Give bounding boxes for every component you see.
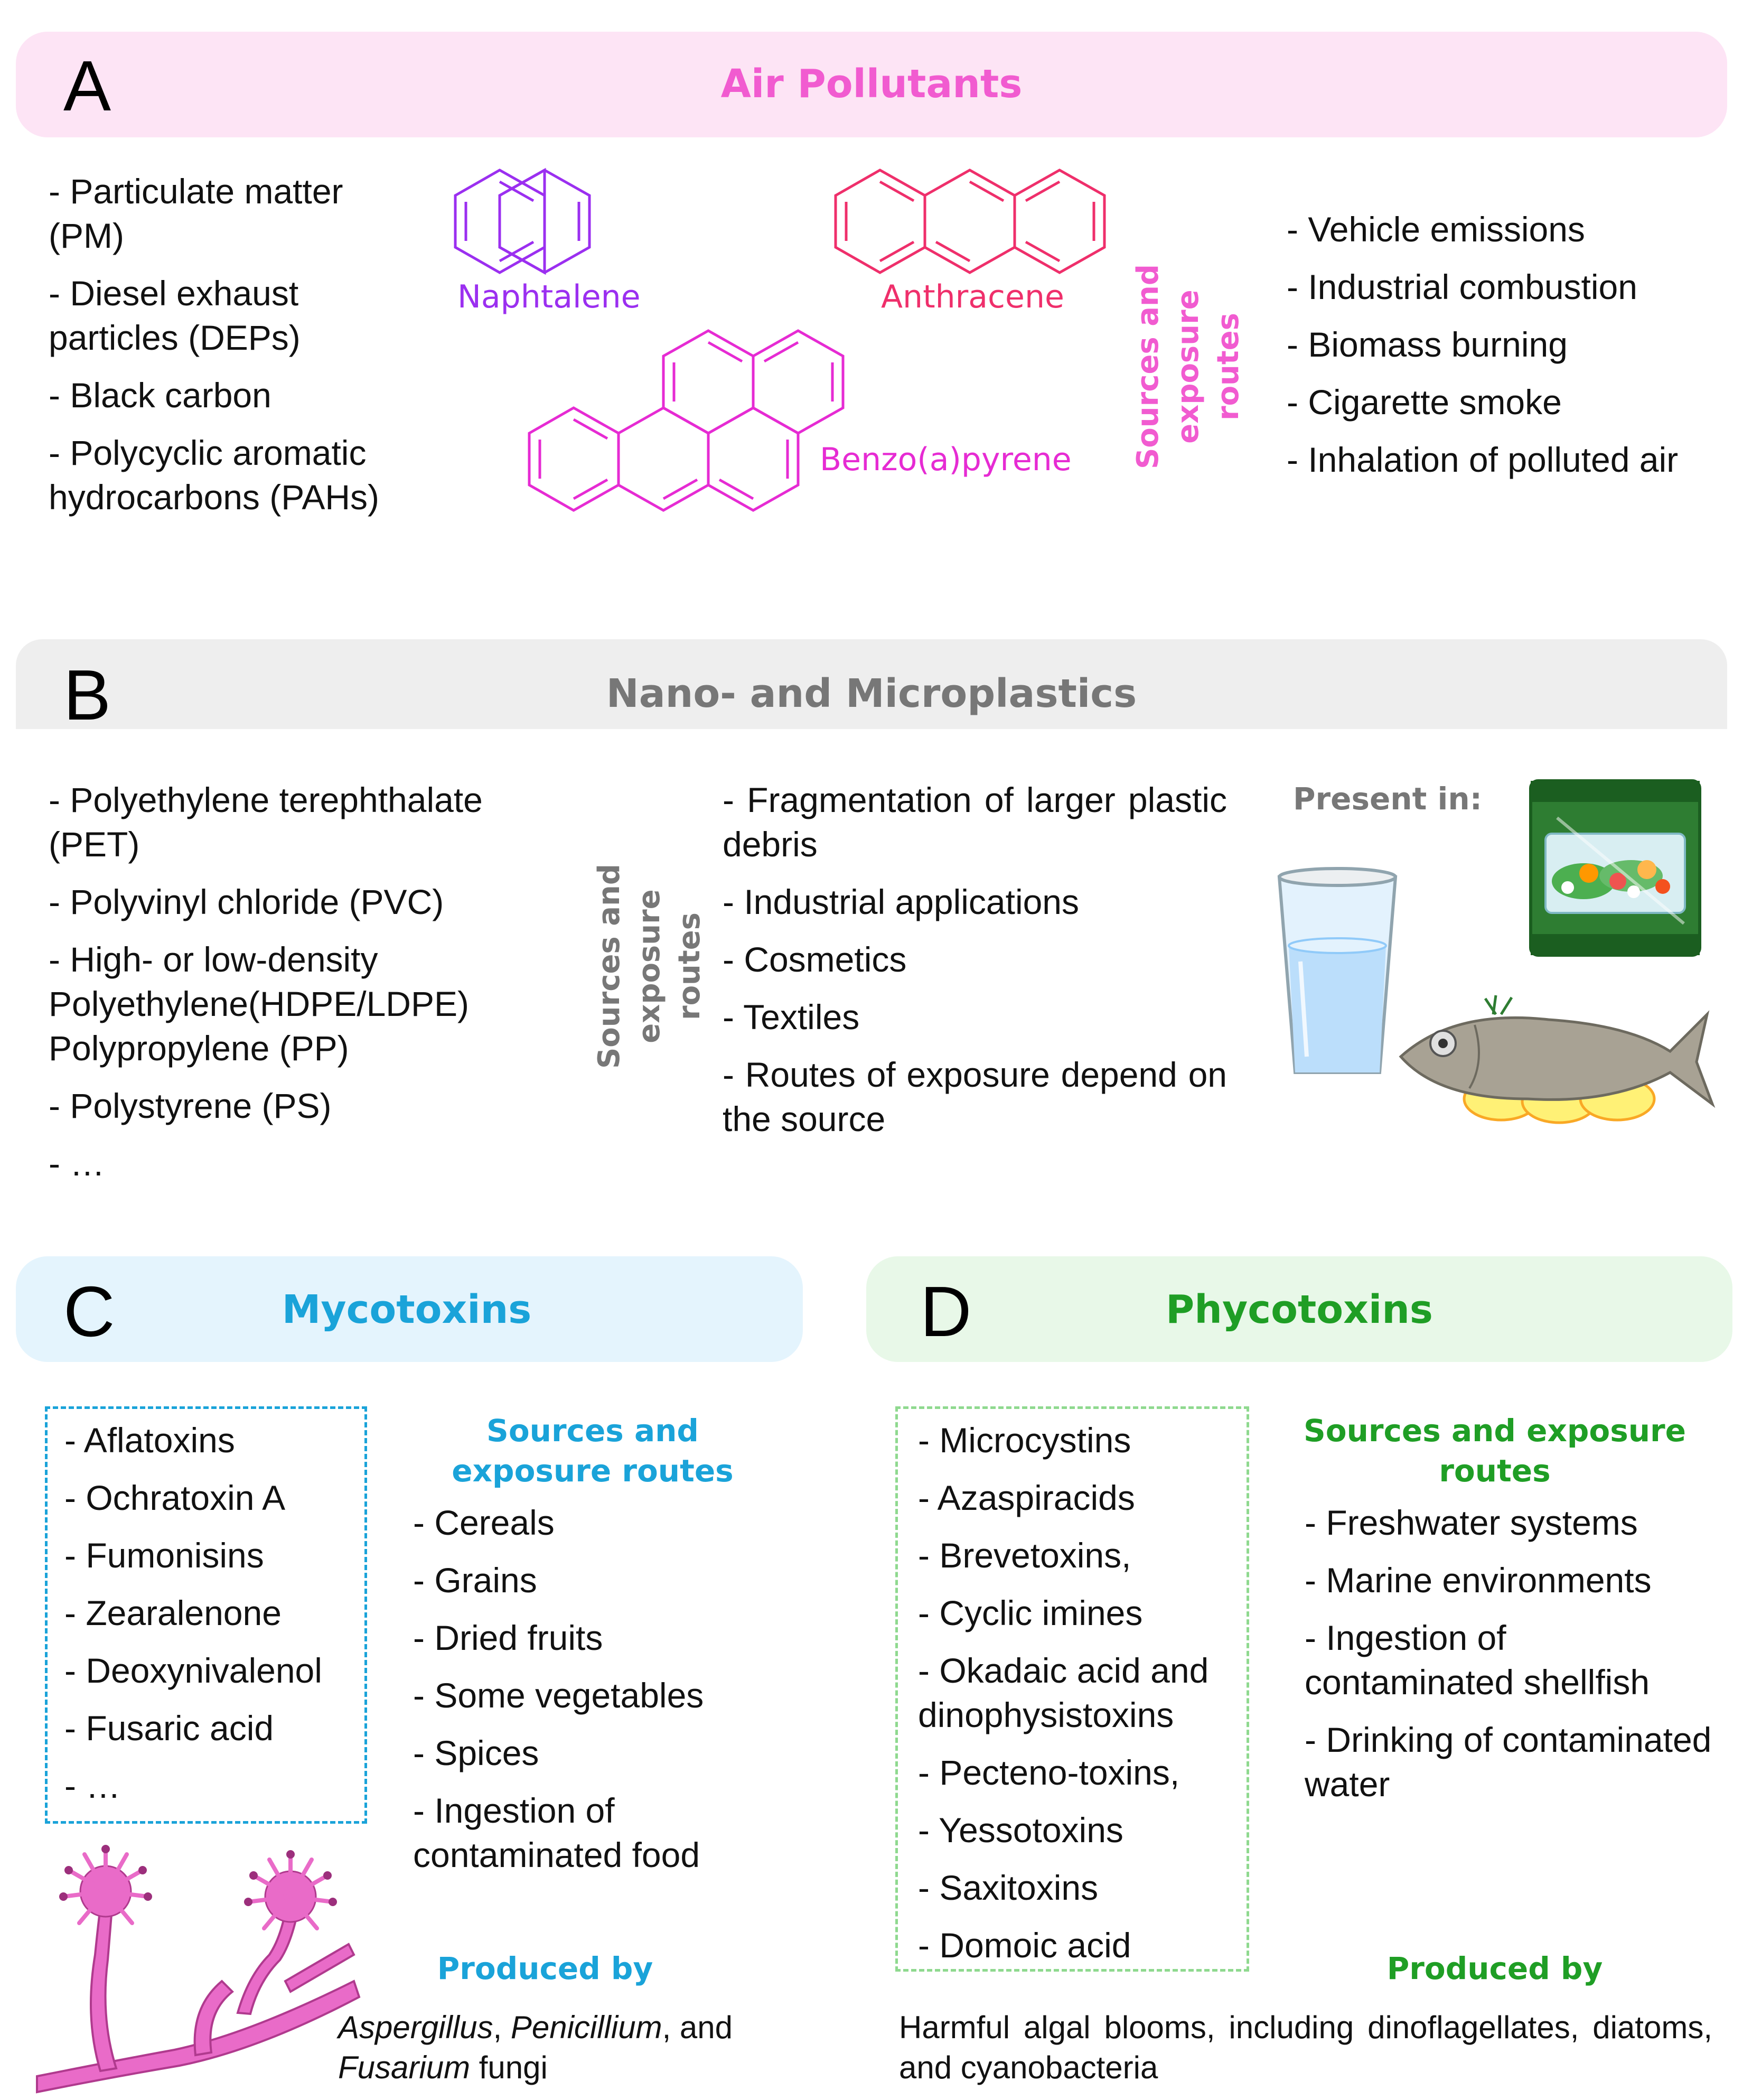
list-item: - Biomass burning — [1287, 325, 1568, 364]
produced-sep: , and — [662, 2010, 733, 2045]
list-item: - … — [49, 1144, 105, 1183]
panel-d-banner — [866, 1256, 1732, 1362]
panel-c-produced-label: Produced by — [437, 1950, 653, 1986]
list-item: - Freshwater systems — [1305, 1503, 1638, 1542]
list-item: - Azaspiracids — [918, 1478, 1135, 1517]
benzopyrene-label: Benzo(a)pyrene — [820, 441, 1072, 478]
anthracene-structure-icon — [834, 169, 1106, 274]
list-item: - Brevetoxins, — [918, 1536, 1131, 1575]
list-item: - Okadaic acid and dinophysistoxins — [918, 1651, 1209, 1734]
list-item: - Diesel exhaust particles (DEPs) — [49, 274, 301, 357]
list-item: - Drinking of contaminated water — [1305, 1720, 1712, 1804]
list-item: - Zearalenone — [64, 1593, 282, 1632]
list-item: - Domoic acid — [918, 1926, 1131, 1965]
panel-a-sources-list: - Vehicle emissions - Industrial combust… — [1287, 207, 1741, 495]
list-item: - Polyethylene terephthalate (PET) — [49, 780, 483, 864]
list-item: - Polycyclic aromatic hydrocarbons (PAHs… — [49, 433, 380, 517]
list-item: - Fumonisins — [64, 1536, 264, 1575]
panel-b-plastics-list: - Polyethylene terephthalate (PET) - Pol… — [49, 778, 556, 1199]
list-item: - Grains — [413, 1561, 537, 1600]
panel-d-produced-label: Produced by — [1386, 1950, 1603, 1986]
naphtalene-structure-icon — [454, 167, 591, 275]
panel-a-sources-label: Sources and exposure routes — [1131, 264, 1245, 470]
panel-c-title: Mycotoxins — [282, 1287, 532, 1332]
panel-b-title: Nano- and Microplastics — [606, 671, 1137, 716]
list-item: - Textiles — [723, 997, 860, 1037]
panel-d-sources-label: Sources and exposure routes — [1304, 1413, 1686, 1489]
produced-tail: fungi — [470, 2050, 548, 2085]
panel-d-phycotoxin-list: - Microcystins - Azaspiracids - Brevetox… — [918, 1418, 1240, 1981]
list-item: - Particulate matter (PM) — [49, 172, 343, 255]
list-item: - Black carbon — [49, 376, 271, 415]
list-item: - Fusaric acid — [64, 1709, 274, 1748]
list-item: - Dried fruits — [413, 1618, 603, 1657]
benzopyrene-structure-icon — [528, 329, 845, 512]
panel-a-banner — [16, 32, 1727, 137]
panel-d-phycotoxin-box — [895, 1406, 1249, 1972]
water-glass-icon — [1277, 867, 1398, 1074]
list-item: - High- or low-density Polyethylene(HDPE… — [49, 940, 469, 1068]
list-item: - Saxitoxins — [918, 1868, 1099, 1907]
list-item: - Cyclic imines — [918, 1593, 1143, 1632]
naphtalene-label: Naphtalene — [457, 278, 641, 315]
panel-c-mycotoxin-box — [45, 1406, 367, 1824]
panel-c-sources-label: Sources and exposure routes — [452, 1413, 734, 1489]
panel-a-title: Air Pollutants — [720, 61, 1023, 107]
panel-c-letter: C — [63, 1272, 115, 1351]
genus-fusarium: Fusarium — [338, 2050, 471, 2085]
panel-d-sources-list: - Freshwater systems - Marine environmen… — [1305, 1500, 1717, 1819]
panel-c-sources-list: - Cereals - Grains - Dried fruits - Some… — [413, 1500, 783, 1890]
panel-c-mycotoxin-list: - Aflatoxins - Ochratoxin A - Fumonisins… — [64, 1418, 360, 1821]
list-item: - Fragmentation of larger plastic debris — [723, 780, 1227, 864]
genus-penicillium: Penicillium — [510, 2010, 662, 2045]
list-item: - … — [64, 1766, 121, 1805]
panel-c-banner — [16, 1256, 803, 1362]
list-item: - Polystyrene (PS) — [49, 1086, 332, 1125]
list-item: - Industrial combustion — [1287, 267, 1637, 306]
list-item: - Ingestion of contaminated food — [413, 1791, 700, 1874]
list-item: - Microcystins — [918, 1421, 1131, 1460]
panel-a-pollutant-list: - Particulate matter (PM) - Diesel exhau… — [49, 169, 418, 533]
fish-icon — [1399, 995, 1716, 1124]
genus-aspergillus: Aspergillus — [338, 2010, 493, 2045]
panel-b-sources-label: Sources and exposure routes — [592, 863, 707, 1069]
fungus-hyphae-icon — [36, 1845, 361, 2094]
list-item: - Inhalation of polluted air — [1287, 440, 1679, 479]
list-item: - Cosmetics — [723, 940, 907, 979]
list-item: - Vehicle emissions — [1287, 210, 1585, 249]
list-item: - Industrial applications — [723, 882, 1080, 921]
present-in-label: Present in: — [1293, 781, 1482, 817]
panel-b-sources-list: - Fragmentation of larger plastic debris… — [723, 778, 1227, 1154]
list-item: - Deoxynivalenol — [64, 1651, 322, 1690]
list-item: - Pecteno-toxins, — [918, 1753, 1180, 1792]
list-item: - Routes of exposure depend on the sourc… — [723, 1055, 1227, 1138]
anthracene-label: Anthracene — [881, 278, 1064, 315]
panel-d-letter: D — [920, 1272, 972, 1351]
list-item: - Marine environments — [1305, 1561, 1652, 1600]
list-item: - Spices — [413, 1733, 539, 1772]
panel-b-letter: B — [63, 655, 111, 735]
list-item: - Aflatoxins — [64, 1421, 235, 1460]
panel-a-letter: A — [63, 46, 111, 126]
produced-sep: , — [493, 2010, 511, 2045]
list-item: - Cigarette smoke — [1287, 382, 1562, 422]
list-item: - Ingestion of contaminated shellfish — [1305, 1618, 1650, 1702]
list-item: - Cereals — [413, 1503, 555, 1542]
list-item: - Polyvinyl chloride (PVC) — [49, 882, 444, 921]
list-item: - Yessotoxins — [918, 1810, 1123, 1850]
panel-d-produced-text: Harmful algal blooms, including dinoflag… — [899, 2010, 1712, 2085]
plastic-food-bag-icon — [1529, 779, 1701, 957]
list-item: - Some vegetables — [413, 1676, 704, 1715]
list-item: - Ochratoxin A — [64, 1478, 286, 1517]
panel-d-title: Phycotoxins — [1166, 1287, 1433, 1332]
panel-b-banner — [16, 639, 1727, 729]
